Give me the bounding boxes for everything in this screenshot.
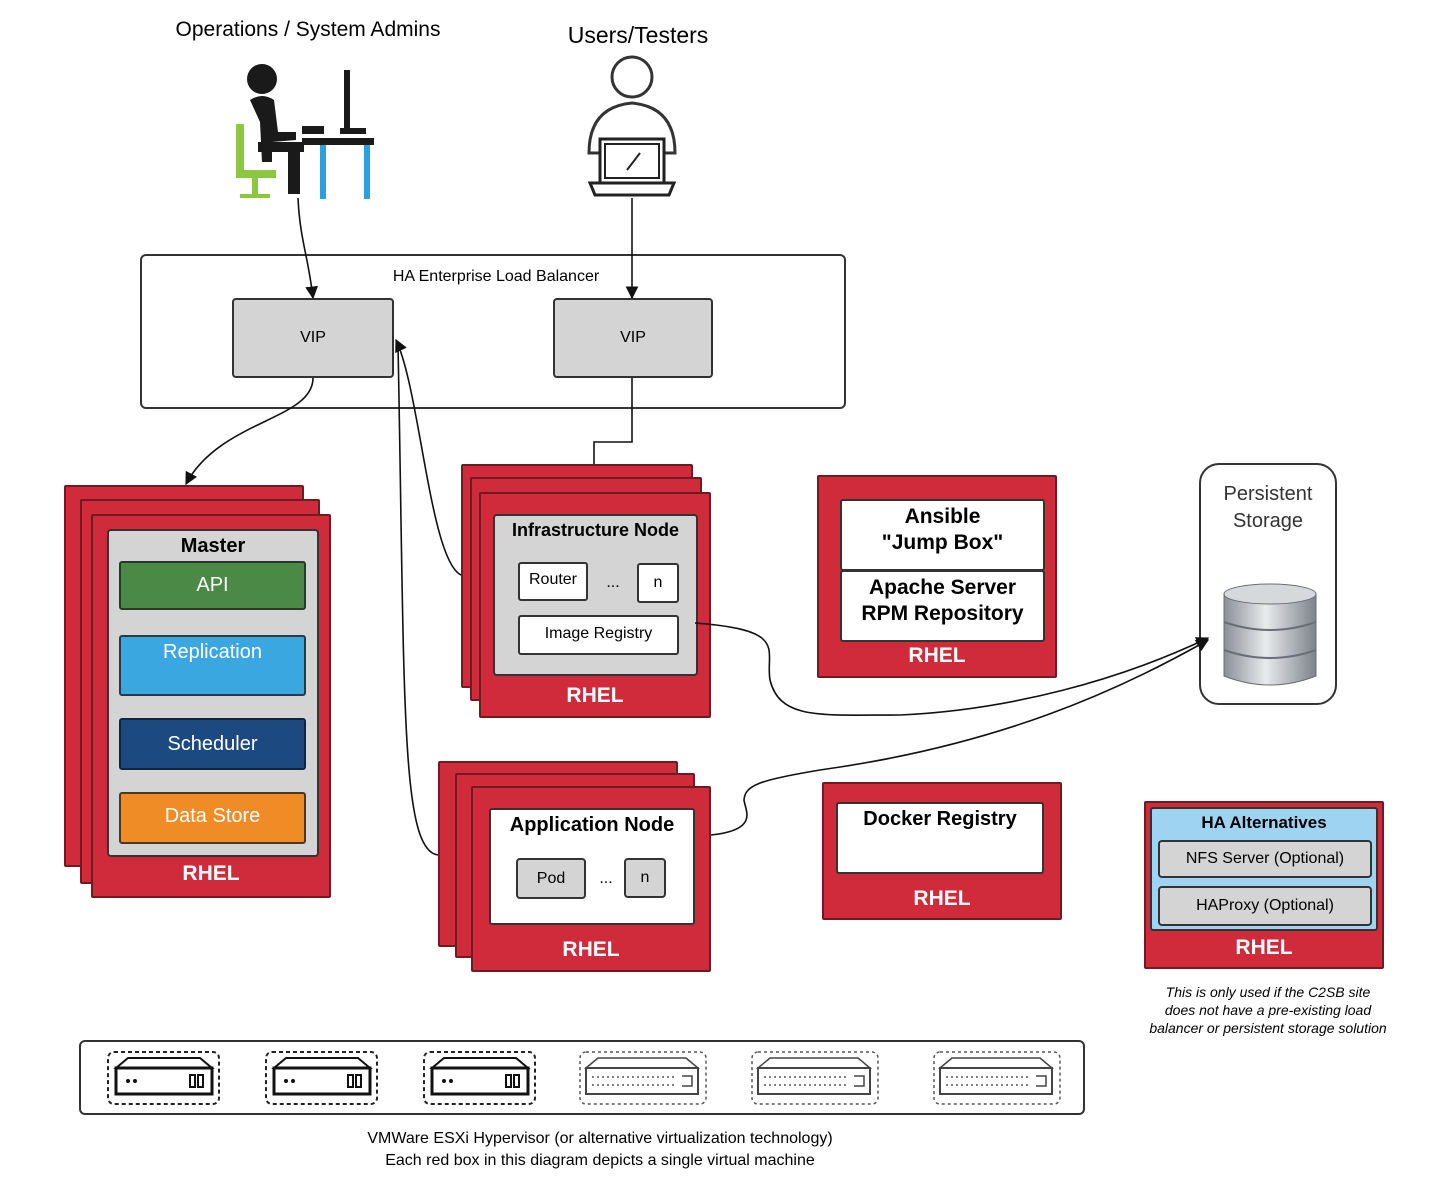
app-ellipsis: ... <box>599 870 613 887</box>
admin-at-desk-icon <box>236 64 374 199</box>
ansible-vm[interactable]: Ansible "Jump Box" Apache Server RPM Rep… <box>817 475 1057 678</box>
ha-note-line3: balancer or persistent storage solution <box>1149 1020 1387 1036</box>
ansible-jumpbox[interactable]: Ansible "Jump Box" <box>840 499 1045 571</box>
replication-label: Replication <box>163 641 262 663</box>
scheduler-component[interactable]: Scheduler <box>119 718 306 770</box>
nfs-server-option[interactable]: NFS Server (Optional) <box>1158 840 1372 878</box>
ha-note-line2: does not have a pre-existing load <box>1164 1002 1372 1018</box>
server-host-icon <box>423 1051 536 1105</box>
infra-panel: Infrastructure Node Router ... n Image R… <box>493 514 698 676</box>
api-component[interactable]: API <box>119 561 306 610</box>
master-rhel-label: RHEL <box>182 862 240 885</box>
app-title: Application Node <box>509 814 675 836</box>
infra-ellipsis: ... <box>606 574 620 591</box>
apache-repo[interactable]: Apache Server RPM Repository <box>840 570 1045 642</box>
datastore-label: Data Store <box>164 805 261 827</box>
ha-alternatives-panel: HA Alternatives NFS Server (Optional) HA… <box>1150 807 1378 931</box>
app-n-component[interactable]: n <box>624 858 666 898</box>
users-label: Users/Testers <box>567 22 709 48</box>
app-rhel-label: RHEL <box>562 938 620 961</box>
ops-label: Operations / System Admins <box>175 18 441 41</box>
docker-vm[interactable]: Docker Registry RHEL <box>822 782 1062 920</box>
database-icon <box>1223 583 1317 686</box>
ha-note-line1: This is only used if the C2SB site <box>1165 984 1371 1000</box>
hypervisor-caption-2: Each red box in this diagram depicts a s… <box>385 1152 815 1169</box>
router-component[interactable]: Router <box>518 562 588 601</box>
master-vm[interactable]: Master API Replication Scheduler Data St… <box>91 514 331 898</box>
ha-title: HA Alternatives <box>1201 813 1327 832</box>
hypervisor-caption-1: VMWare ESXi Hypervisor (or alternative v… <box>367 1130 833 1147</box>
app-vm[interactable]: Application Node Pod ... n RHEL <box>471 786 711 972</box>
docker-title: Docker Registry <box>863 808 1017 830</box>
ansible-line2: "Jump Box" <box>881 531 1004 554</box>
app-to-vip-connector <box>397 344 439 856</box>
app-panel: Application Node Pod ... n <box>489 808 695 925</box>
docker-registry-box[interactable]: Docker Registry <box>836 802 1044 874</box>
haproxy-option[interactable]: HAProxy (Optional) <box>1158 886 1372 926</box>
load-balancer-title: HA Enterprise Load Balancer <box>392 268 600 285</box>
user-laptop-icon <box>587 55 677 197</box>
pod-component[interactable]: Pod <box>516 858 586 899</box>
storage-line1: Persistent <box>1223 483 1313 505</box>
ha-rhel-label: RHEL <box>1235 936 1293 959</box>
master-panel: Master API Replication Scheduler Data St… <box>107 529 319 857</box>
storage-line2: Storage <box>1232 510 1304 532</box>
ansible-line1: Ansible <box>904 505 981 528</box>
infra-rhel-label: RHEL <box>566 684 624 707</box>
replication-component[interactable]: Replication <box>119 635 306 696</box>
server-host-icon <box>107 1051 220 1105</box>
infra-title: Infrastructure Node <box>511 520 680 540</box>
ansible-rhel-label: RHEL <box>908 644 966 667</box>
infra-vm[interactable]: Infrastructure Node Router ... n Image R… <box>479 492 711 718</box>
image-registry-component[interactable]: Image Registry <box>518 615 679 655</box>
server-host-icon <box>265 1051 378 1105</box>
apache-line2: RPM Repository <box>861 602 1024 625</box>
storage-array-icon <box>579 1051 707 1105</box>
docker-rhel-label: RHEL <box>913 887 971 910</box>
vip-left[interactable]: VIP <box>232 298 394 378</box>
infra-n-component[interactable]: n <box>637 563 679 603</box>
storage-array-icon <box>933 1051 1061 1105</box>
datastore-component[interactable]: Data Store <box>119 792 306 844</box>
vip-right[interactable]: VIP <box>553 298 713 378</box>
apache-line1: Apache Server <box>868 576 1017 599</box>
storage-array-icon <box>751 1051 879 1105</box>
master-title: Master <box>180 535 246 557</box>
ha-alternatives-vm[interactable]: HA Alternatives NFS Server (Optional) HA… <box>1144 801 1384 969</box>
